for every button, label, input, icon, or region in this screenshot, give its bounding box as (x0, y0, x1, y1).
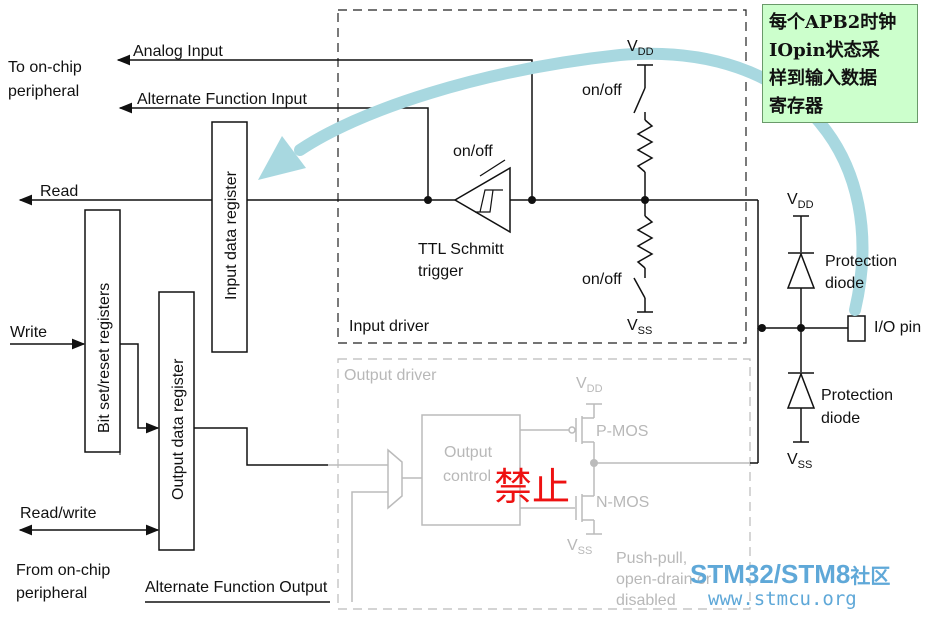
alt-function-input-line (118, 102, 429, 200)
to-chip-label-1: To on-chip (8, 59, 82, 76)
protection-bottom-label-2: diode (821, 410, 860, 427)
junction-dot (758, 324, 766, 332)
ttl-label-1: TTL Schmitt (418, 241, 504, 258)
protection-diode-top (786, 251, 816, 289)
output-control-label-1: Output (444, 444, 493, 461)
io-pin-label: I/O pin (874, 319, 921, 336)
watermark-url: www.stmcu.org (708, 588, 857, 610)
analog-input-line (116, 54, 533, 202)
schmitt-on-off-label: on/off (453, 143, 493, 160)
read-write-label: Read/write (20, 505, 97, 522)
output-data-register-label: Output data register (170, 358, 187, 500)
pull-down-resistor (636, 215, 654, 269)
vss-label: VSS (627, 317, 652, 337)
watermark-brand: STM32/STM8社区 (690, 559, 890, 589)
input-data-register-box (211, 121, 248, 353)
ttl-label-2: trigger (418, 263, 464, 280)
annotation-arrowhead (258, 136, 306, 180)
vdd-label-right: VDD (787, 191, 814, 211)
push-pull-label-3: disabled (616, 592, 676, 609)
protection-bottom-label-1: Protection (821, 387, 893, 404)
vss-label-grey: VSS (567, 537, 592, 557)
write-label: Write (10, 324, 47, 341)
bit-set-reset-label: Bit set/reset registers (96, 283, 113, 433)
note-line-1: 每个APB2时钟 (769, 12, 897, 33)
on-off-top-label: on/off (582, 82, 622, 99)
note-line-3: 样到输入数据 (769, 68, 877, 89)
vdd-label-grey: VDD (576, 375, 603, 395)
protection-top-label-2: diode (825, 275, 864, 292)
to-chip-label-2: peripheral (8, 83, 79, 100)
input-data-register-label: Input data register (223, 170, 240, 300)
annotation-arrow (294, 47, 869, 316)
note-line-2: IOpin状态采 (769, 40, 880, 61)
output-driver-circuit (328, 403, 750, 602)
from-chip-label-1: From on-chip (16, 562, 110, 579)
junction-dot (528, 196, 536, 204)
from-chip-label-2: peripheral (16, 585, 87, 602)
junction-dot (424, 196, 432, 204)
input-driver-label: Input driver (349, 318, 430, 335)
push-pull-label-2: open-drain or (616, 571, 712, 588)
input-driver-box (337, 9, 747, 344)
on-off-bottom-label: on/off (582, 271, 622, 288)
bit-set-reset-box (84, 209, 121, 453)
pmos-label: P-MOS (596, 423, 648, 440)
pull-up-resistor (636, 119, 654, 173)
output-control-label-2: control (443, 468, 491, 485)
push-pull-label-1: Push-pull, (616, 550, 687, 567)
alt-function-output-label: Alternate Function Output (145, 579, 328, 596)
note-line-4: 寄存器 (769, 96, 823, 117)
vdd-label: VDD (627, 38, 654, 58)
annotation-note: 每个APB2时钟 IOpin状态采 样到输入数据 寄存器 (762, 4, 918, 123)
forbidden-label: 禁止 (494, 465, 570, 509)
analog-input-label: Analog Input (133, 43, 223, 60)
protection-top-label-1: Protection (825, 253, 897, 270)
nmos-label: N-MOS (596, 494, 649, 511)
read-label: Read (40, 183, 78, 200)
io-pin-box (847, 315, 866, 342)
vss-label-right: VSS (787, 451, 812, 471)
alt-function-input-label: Alternate Function Input (137, 91, 307, 108)
output-driver-label: Output driver (344, 367, 437, 384)
protection-diode-bottom (786, 371, 816, 409)
output-data-register-box (158, 291, 195, 551)
